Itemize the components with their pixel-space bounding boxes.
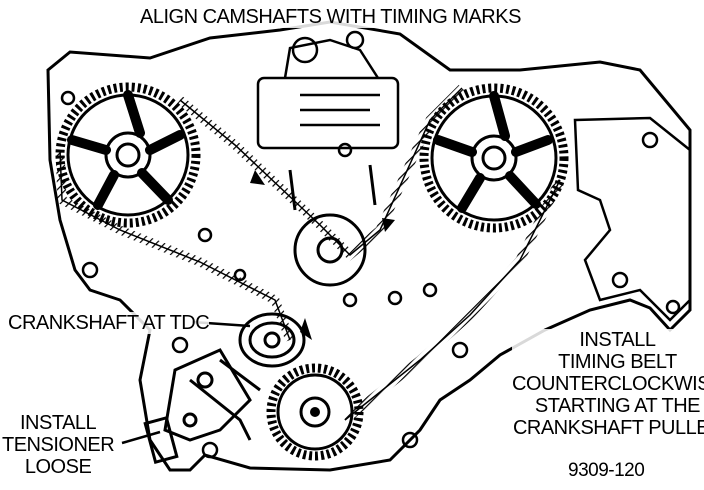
install-belt-line: CRANKSHAFT PULLEY xyxy=(512,417,704,439)
arrow-icon xyxy=(300,318,312,340)
diagram-title: ALIGN CAMSHAFTS WITH TIMING MARKS xyxy=(140,6,521,28)
crankshaft-label: CRANKSHAFT AT TDC xyxy=(8,312,210,334)
install-tensioner-line: INSTALL xyxy=(20,412,97,434)
install-belt-line: INSTALL xyxy=(579,329,656,351)
bolt-icon xyxy=(641,131,659,149)
block-bolts xyxy=(60,90,469,459)
crank-sprocket xyxy=(266,363,364,461)
arrow-icon xyxy=(382,218,395,232)
install-belt-line: STARTING AT THE xyxy=(534,395,701,417)
intake-component xyxy=(256,30,400,158)
timing-belt-center xyxy=(177,84,466,262)
tensioner-pulley xyxy=(189,312,306,441)
tensioner-bracket xyxy=(143,348,252,465)
install-tensioner-line: TENSIONER xyxy=(2,434,115,456)
arrow-icon xyxy=(250,170,265,185)
install-belt-line: TIMING BELT xyxy=(558,351,677,373)
tensioner-leader xyxy=(121,430,161,445)
left-cam-sprocket xyxy=(55,82,201,228)
figure-number: 9309-120 xyxy=(568,460,645,482)
right-cam-sprocket xyxy=(419,83,569,233)
install-tensioner-label: INSTALL TENSIONER LOOSE xyxy=(2,412,115,478)
install-belt-label: INSTALL TIMING BELT COUNTERCLOCKWISE STA… xyxy=(512,329,704,439)
install-belt-line: COUNTERCLOCKWISE xyxy=(512,373,704,395)
bolt-icon xyxy=(665,299,681,315)
mount-bracket xyxy=(573,116,692,322)
bolt-icon xyxy=(611,271,629,289)
water-pump-pulley xyxy=(288,164,377,287)
install-tensioner-line: LOOSE xyxy=(24,456,92,478)
